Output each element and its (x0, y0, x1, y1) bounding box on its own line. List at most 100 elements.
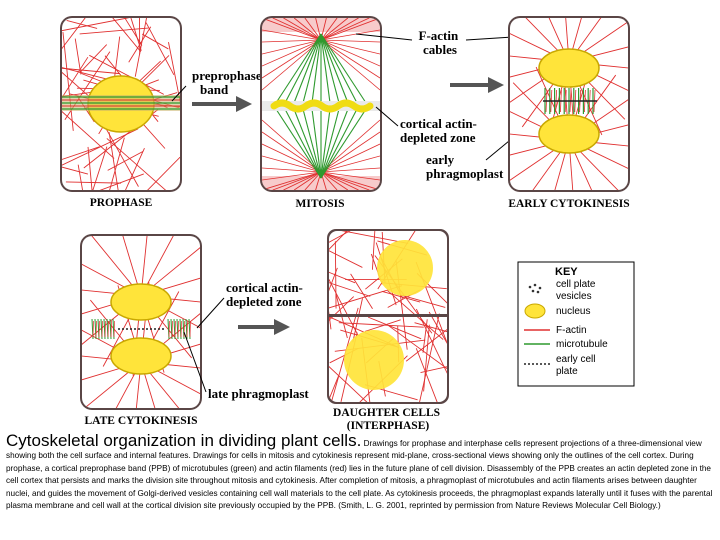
f-actin-cable (272, 171, 322, 190)
f-actin-cable (272, 18, 322, 41)
f-actin-cable (145, 236, 180, 288)
f-actin-cables-label: F-actin cables (419, 28, 462, 57)
f-actin-filament (98, 320, 100, 338)
mitosis-cell (260, 16, 382, 192)
f-actin-filament (107, 147, 145, 190)
f-actin-cable (562, 18, 569, 53)
nucleus (110, 337, 172, 375)
f-actin-cable (262, 131, 322, 173)
microtubule (292, 105, 322, 179)
key-legend: KEY cell plate vesicles nucleus F-actin … (517, 261, 635, 387)
microtubule (320, 105, 360, 179)
microtubule (273, 33, 322, 107)
f-actin-filament (168, 320, 170, 338)
f-actin-cable (148, 245, 200, 291)
vesicles-icon (528, 283, 542, 294)
microtubule (320, 33, 369, 107)
f-actin-cable (577, 143, 628, 176)
f-actin-filament (180, 320, 182, 338)
mitosis-caption: MITOSIS (295, 198, 344, 210)
f-actin-filament (88, 173, 144, 190)
f-actin-cable (82, 257, 133, 292)
f-actin-filament (141, 33, 169, 50)
f-actin-filament (388, 325, 447, 374)
f-actin-cable (320, 39, 380, 55)
f-actin-cable (262, 39, 322, 67)
f-actin-cable (320, 39, 380, 43)
f-actin-filament (79, 44, 108, 74)
f-actin-filament (402, 295, 446, 308)
f-actin-filament (145, 22, 175, 76)
f-actin-filament (62, 32, 74, 131)
f-actin-cable (262, 171, 322, 181)
f-actin-filament (62, 164, 89, 175)
microtubule (320, 105, 350, 179)
f-actin-cable (149, 366, 200, 401)
f-actin-filament (174, 320, 176, 338)
f-actin-filament (144, 139, 180, 190)
f-actin-cable (320, 39, 380, 79)
f-actin-filament (329, 365, 388, 402)
early-phragmoplast (543, 88, 597, 114)
f-actin-filament (106, 138, 174, 190)
f-actin-filament (104, 320, 106, 338)
f-actin-filament (414, 322, 447, 335)
preprophase-band-label: preprophase band (192, 68, 265, 97)
key-item-nucleus: nucleus (556, 306, 590, 317)
f-actin-cable (320, 39, 380, 67)
arrow-icon (450, 77, 504, 93)
f-actin-filament (101, 320, 103, 338)
f-actin-cable (304, 171, 322, 190)
f-actin-filament (420, 362, 447, 373)
f-actin-cable (262, 39, 322, 55)
key-title: KEY (555, 266, 578, 278)
spindle (273, 33, 369, 179)
f-actin-cable (320, 171, 370, 190)
cell-division-diagram: PROPHASE preprophase band MITOSIS F-acti… (60, 16, 635, 432)
f-actin-cable (283, 171, 322, 190)
early-phragmoplast-label: early phragmoplast (426, 152, 504, 181)
f-actin-filament (334, 241, 337, 309)
f-actin-cable (572, 148, 603, 190)
f-actin-cable (320, 171, 338, 190)
microtubule (311, 105, 322, 179)
f-actin-cable (320, 18, 349, 41)
f-actin-filament (329, 277, 371, 297)
f-actin-filament (422, 319, 428, 353)
microtubule (320, 105, 341, 179)
chromosomes (270, 99, 374, 113)
f-actin-filament (128, 26, 152, 63)
f-actin-cable (320, 155, 380, 173)
pointer-line (171, 85, 187, 102)
key-item-vesicles: cell plate vesicles (556, 279, 598, 302)
prophase-caption: PROPHASE (90, 197, 153, 209)
nucleus-icon (524, 303, 546, 319)
f-actin-filament (367, 316, 422, 340)
pointer-line (355, 33, 413, 41)
f-actin-cable (304, 18, 322, 41)
f-actin-cable (102, 370, 137, 408)
microtubule (320, 105, 331, 179)
f-actin-cable (510, 26, 561, 59)
daughter-cells (327, 229, 449, 404)
microtubule (320, 33, 341, 107)
key-item-f-actin: F-actin (556, 325, 587, 336)
microtubule (301, 105, 322, 179)
f-actin-filament (89, 54, 165, 95)
f-actin-cable (320, 143, 380, 173)
f-actin-filament (62, 128, 139, 172)
f-actin-cable (320, 171, 380, 190)
microtubule (282, 33, 322, 107)
cortical-depleted-zone-label: cortical actin- depleted zone (226, 280, 306, 309)
pointer-line (375, 106, 399, 127)
f-actin-filament (329, 231, 393, 256)
f-actin-filament (79, 27, 149, 35)
f-actin-cable (512, 18, 563, 56)
nucleus (538, 114, 600, 154)
nucleus (344, 330, 404, 390)
microtubule (301, 33, 322, 107)
f-actin-cable (320, 167, 380, 173)
microtubule (292, 33, 322, 107)
f-actin-cable (320, 18, 338, 41)
f-actin-filament (371, 231, 376, 270)
